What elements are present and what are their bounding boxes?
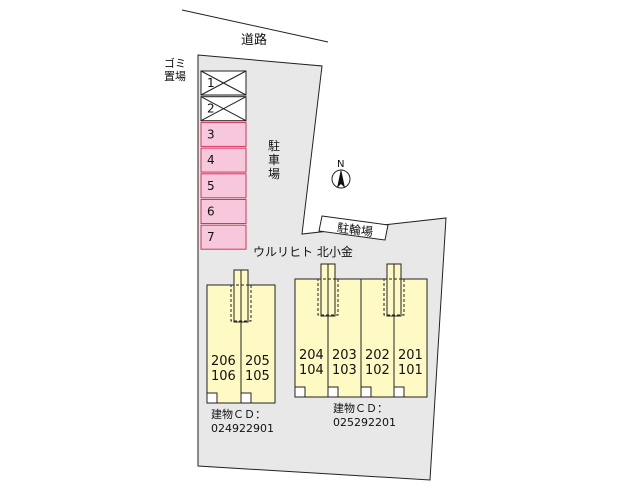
parking-space: 5 bbox=[200, 173, 247, 199]
building-cd-number: 024922901 bbox=[211, 422, 274, 435]
parking-label-char: 場 bbox=[268, 167, 280, 181]
parking-space-number: 4 bbox=[207, 153, 215, 167]
parking-label-char: 車 bbox=[268, 153, 280, 167]
building-cd-number: 025292201 bbox=[333, 416, 396, 429]
unit-number-lower: 103 bbox=[332, 363, 357, 378]
unavailable-cross-icon bbox=[200, 70, 247, 96]
parking-space: 7 bbox=[200, 224, 247, 250]
bicycle-parking-label: 駐輪場 bbox=[336, 220, 374, 239]
unit-number-upper: 204 bbox=[299, 348, 324, 363]
unit-number-lower: 106 bbox=[211, 369, 236, 384]
parking-space-number: 1 bbox=[207, 76, 215, 90]
road-edge-line bbox=[181, 9, 329, 43]
parking-space: 4 bbox=[200, 147, 247, 173]
unit-number-upper: 201 bbox=[398, 348, 423, 363]
parking-space-number: 5 bbox=[207, 179, 215, 193]
parking-space-number: 7 bbox=[207, 230, 215, 244]
parking-space: 1 bbox=[200, 70, 247, 96]
unit-number-lower: 105 bbox=[245, 369, 270, 384]
unit-number-lower: 104 bbox=[299, 363, 324, 378]
parking-area: 1 2 3 4 5 6 7 bbox=[200, 70, 247, 250]
unit-number-upper: 206 bbox=[211, 354, 236, 369]
building-cd-label: 建物ＣＤ： bbox=[211, 407, 266, 421]
parking-space-number: 2 bbox=[207, 102, 215, 116]
unit-number-upper: 203 bbox=[332, 348, 357, 363]
stair-corridor bbox=[383, 263, 405, 317]
unit-number-upper: 202 bbox=[365, 348, 390, 363]
unit-number-lower: 102 bbox=[365, 363, 390, 378]
building-cd-label: 建物ＣＤ： bbox=[333, 401, 388, 415]
bicycle-parking: 駐輪場 bbox=[318, 215, 389, 241]
building-name: ウルリヒト 北小金 bbox=[253, 244, 353, 259]
parking-space: 6 bbox=[200, 199, 247, 224]
compass-label: N bbox=[337, 159, 344, 170]
parking-space: 2 bbox=[200, 96, 247, 122]
road-label: 道路 bbox=[241, 32, 267, 48]
north-compass-icon: N bbox=[331, 159, 351, 189]
parking-space-number: 3 bbox=[207, 127, 215, 141]
parking-label-char: 駐 bbox=[268, 138, 280, 153]
parking-space: 3 bbox=[200, 121, 247, 147]
unavailable-cross-icon bbox=[200, 96, 247, 122]
unit-number-lower: 101 bbox=[398, 363, 423, 378]
garbage-area-label-line2: 置場 bbox=[164, 70, 186, 83]
parking-space-number: 6 bbox=[207, 205, 215, 219]
buildings: 206106205105建物ＣＤ：02492290120410420310320… bbox=[206, 263, 428, 435]
unit-number-upper: 205 bbox=[245, 354, 270, 369]
stair-corridor bbox=[230, 269, 252, 323]
garbage-area-label-line1: ゴミ bbox=[164, 56, 186, 70]
stair-corridor bbox=[317, 263, 339, 317]
